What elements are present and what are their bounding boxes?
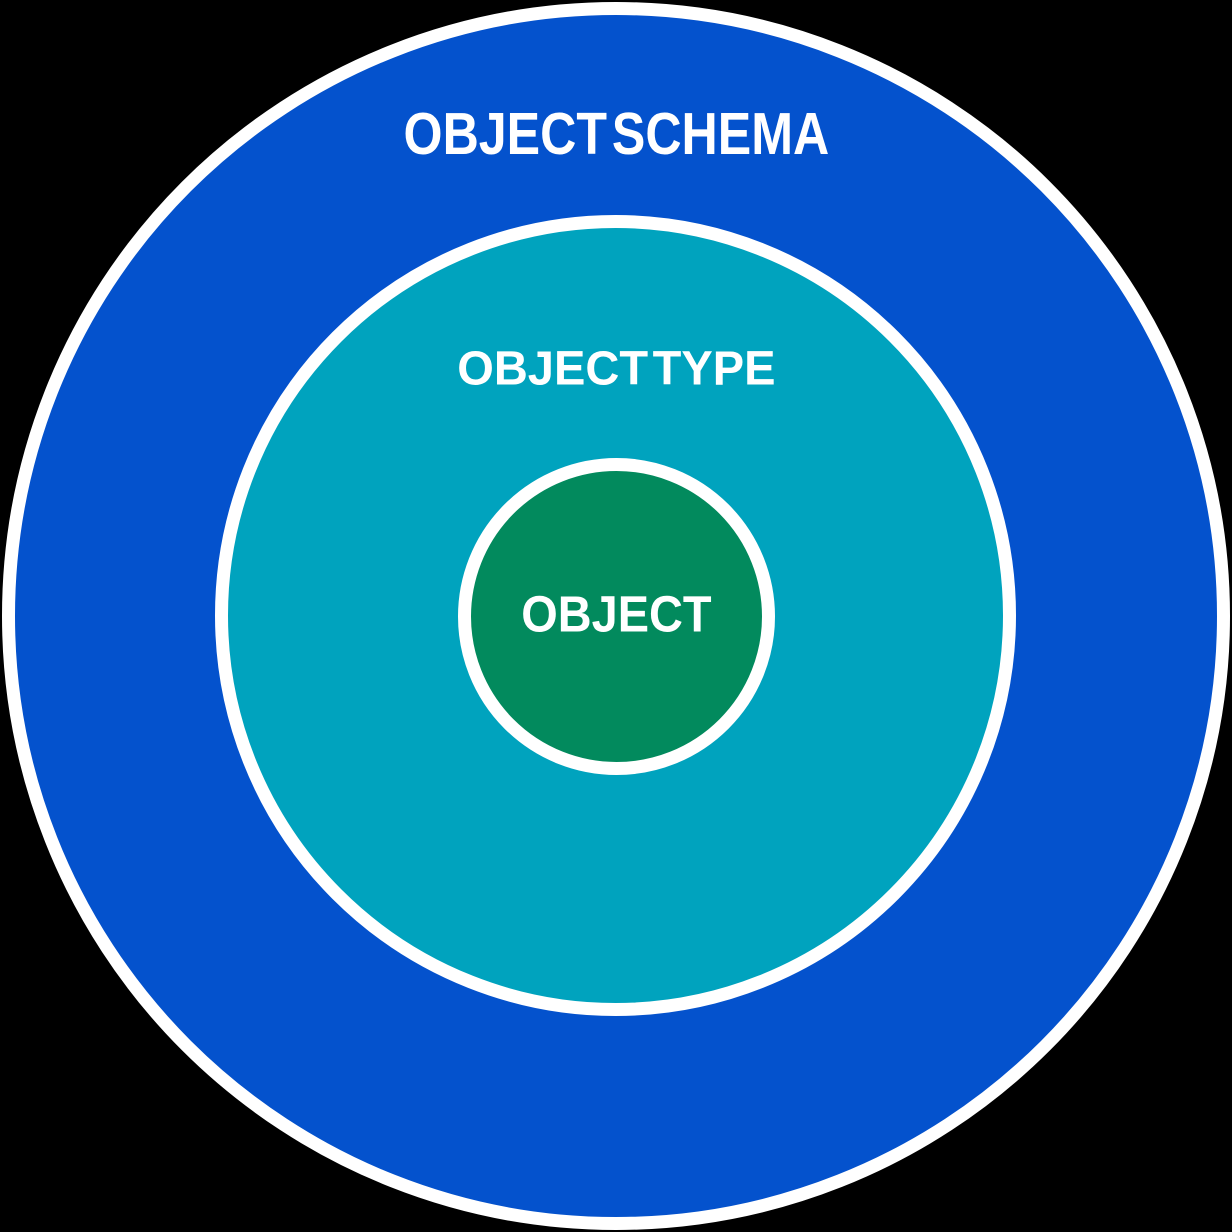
ring-object (458, 458, 775, 775)
